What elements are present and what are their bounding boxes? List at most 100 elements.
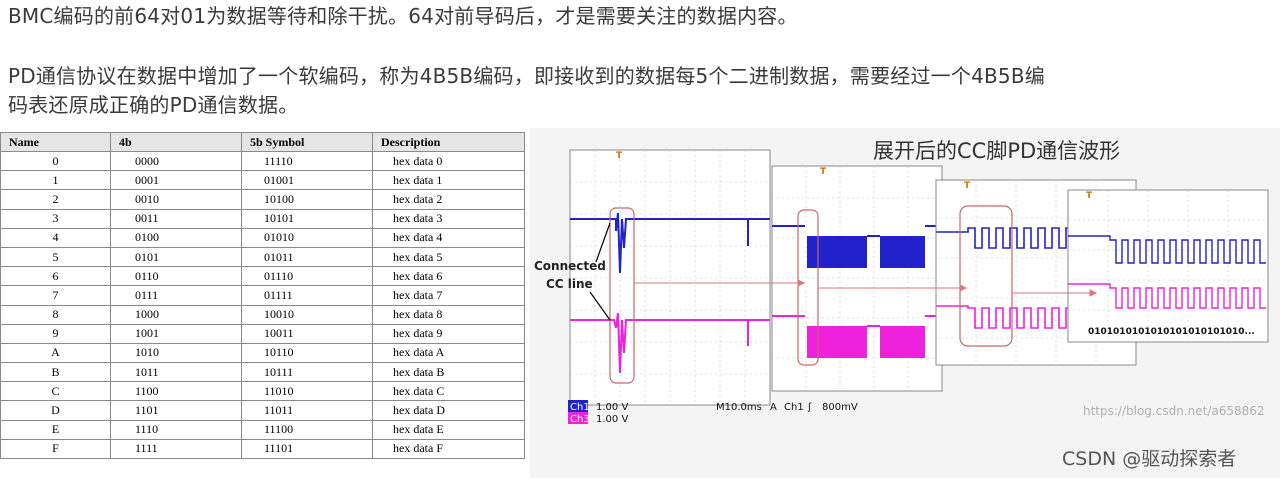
scope-screen-4: 0101010101010101010101010... bbox=[1067, 189, 1269, 343]
cell-description: hex data 5 bbox=[372, 246, 525, 268]
cell-description: hex data 6 bbox=[372, 266, 525, 287]
cell-name: 3 bbox=[0, 208, 111, 229]
cell-name: 1 bbox=[0, 170, 111, 191]
cell-5b-symbol: 10110 bbox=[241, 342, 373, 364]
cell-4b: 1111 bbox=[110, 438, 242, 460]
cell-name: 6 bbox=[0, 266, 111, 287]
cell-description: hex data F bbox=[372, 438, 525, 460]
cell-5b-symbol: 10101 bbox=[241, 208, 373, 229]
cell-name: 8 bbox=[0, 304, 111, 325]
cell-5b-symbol: 01111 bbox=[241, 285, 373, 306]
cell-5b-symbol: 10111 bbox=[241, 362, 373, 383]
oscilloscope-figure: 0101010101010101010101010... Connected C… bbox=[530, 128, 1280, 478]
paragraph-4b5b-line1: PD通信协议在数据中增加了一个软编码，称为4B5B编码，即接收到的数据每5个二进… bbox=[8, 64, 1045, 88]
trigger-marker-2: T bbox=[820, 167, 827, 177]
ch3-scale: 1.00 V bbox=[596, 414, 628, 425]
cell-4b: 0000 bbox=[110, 150, 242, 172]
cell-4b: 1101 bbox=[110, 400, 242, 421]
cell-name: 9 bbox=[0, 323, 111, 344]
cell-5b-symbol: 01110 bbox=[241, 266, 373, 287]
trigger-marker-4: T bbox=[1086, 191, 1093, 201]
header-5b-symbol: 5b Symbol bbox=[241, 132, 373, 152]
oscilloscope-waveform-svg: 0101010101010101010101010... Connected C… bbox=[534, 149, 1269, 425]
cell-4b: 0110 bbox=[110, 266, 242, 287]
scope-screen-2 bbox=[771, 165, 943, 392]
bit-sequence-label: 0101010101010101010101010... bbox=[1088, 327, 1255, 337]
connected-pointer-bottom bbox=[589, 291, 611, 321]
paragraph-bmc-preamble: BMC编码的前64对01为数据等待和除干扰。64对前导码后，才是需要关注的数据内… bbox=[8, 4, 798, 28]
cell-4b: 1000 bbox=[110, 304, 242, 325]
cell-4b: 0111 bbox=[110, 285, 242, 306]
cell-5b-symbol: 10011 bbox=[241, 323, 373, 344]
connected-label-line1: Connected bbox=[534, 259, 606, 273]
cell-description: hex data A bbox=[372, 342, 525, 364]
cell-5b-symbol: 11010 bbox=[241, 381, 373, 402]
watermark-csdn: CSDN @驱动探索者 bbox=[1062, 448, 1237, 470]
cell-description: hex data 1 bbox=[372, 170, 525, 191]
header-4b: 4b bbox=[110, 132, 242, 152]
zoom-arrows bbox=[634, 279, 1098, 297]
watermark-url: https://blog.csdn.net/a658862 bbox=[1083, 404, 1265, 418]
cell-4b: 0011 bbox=[110, 208, 242, 229]
trigger-a-label: A bbox=[770, 402, 777, 413]
cell-4b: 1010 bbox=[110, 342, 242, 364]
cell-name: 4 bbox=[0, 227, 111, 248]
cell-name: 7 bbox=[0, 285, 111, 306]
ch1-scale: 1.00 V bbox=[596, 402, 628, 413]
cell-4b: 0001 bbox=[110, 170, 242, 191]
cell-description: hex data 8 bbox=[372, 304, 525, 325]
cell-5b-symbol: 10100 bbox=[241, 189, 373, 210]
cell-name: 2 bbox=[0, 189, 111, 210]
cell-4b: 0100 bbox=[110, 227, 242, 248]
cell-5b-symbol: 11100 bbox=[241, 419, 373, 440]
timebase-readout: M10.0ms bbox=[716, 402, 762, 413]
ch1-label: Ch1 bbox=[570, 402, 590, 413]
cell-description: hex data 4 bbox=[372, 227, 525, 248]
connected-label-line2: CC line bbox=[546, 277, 593, 291]
header-name: Name bbox=[0, 132, 111, 152]
cell-description: hex data 7 bbox=[372, 285, 525, 306]
cell-4b: 1100 bbox=[110, 381, 242, 402]
header-description: Description bbox=[372, 132, 525, 152]
table-header-row: Name 4b 5b Symbol Description bbox=[0, 132, 525, 152]
cell-name: 0 bbox=[0, 150, 111, 172]
cell-description: hex data 9 bbox=[372, 323, 525, 344]
scope-status-bar: Ch1 1.00 V Ch3 1.00 V M10.0ms A Ch1 ʃ 80… bbox=[568, 400, 858, 425]
cell-description: hex data 3 bbox=[372, 208, 525, 229]
cell-name: B bbox=[0, 362, 111, 383]
cell-name: 5 bbox=[0, 246, 111, 268]
trigger-channel: Ch1 bbox=[784, 402, 804, 413]
cell-4b: 1011 bbox=[110, 362, 242, 383]
paragraph-4b5b-line2: 码表还原成正确的PD通信数据。 bbox=[8, 93, 299, 117]
cell-4b: 1110 bbox=[110, 419, 242, 440]
trigger-marker-3: T bbox=[964, 181, 971, 191]
waveform-title: 展开后的CC脚PD通信波形 bbox=[873, 139, 1121, 163]
connected-pointer-top bbox=[595, 222, 611, 263]
cell-5b-symbol: 10010 bbox=[241, 304, 373, 325]
trigger-marker-1: T bbox=[616, 151, 623, 161]
trigger-edge-icon: ʃ bbox=[807, 402, 812, 413]
cell-5b-symbol: 01001 bbox=[241, 170, 373, 191]
cell-description: hex data D bbox=[372, 400, 525, 421]
cell-description: hex data 2 bbox=[372, 189, 525, 210]
cell-description: hex data B bbox=[372, 362, 525, 383]
trigger-level: 800mV bbox=[822, 402, 858, 413]
ch3-label: Ch3 bbox=[570, 414, 590, 425]
cell-5b-symbol: 01010 bbox=[241, 227, 373, 248]
cell-name: A bbox=[0, 342, 111, 364]
cell-5b-symbol: 11110 bbox=[241, 150, 373, 172]
